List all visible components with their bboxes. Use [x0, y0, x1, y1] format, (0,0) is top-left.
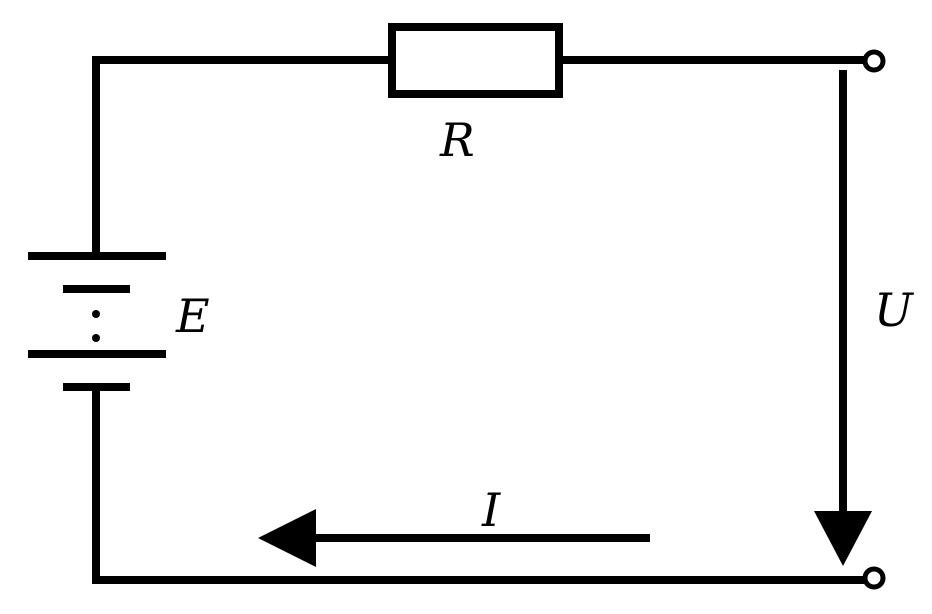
- label-resistor: R: [439, 113, 475, 167]
- label-source: E: [175, 289, 210, 343]
- current-arrow-head: [258, 509, 316, 567]
- battery-dot-2: [92, 334, 100, 342]
- voltage-arrow-head: [814, 511, 872, 566]
- label-voltage: U: [874, 283, 915, 337]
- label-current: I: [481, 483, 501, 537]
- battery: [28, 252, 166, 391]
- battery-dot-1: [92, 310, 100, 318]
- resistor: [388, 23, 563, 98]
- terminal-bottom: [862, 566, 886, 590]
- terminal-top: [862, 49, 886, 73]
